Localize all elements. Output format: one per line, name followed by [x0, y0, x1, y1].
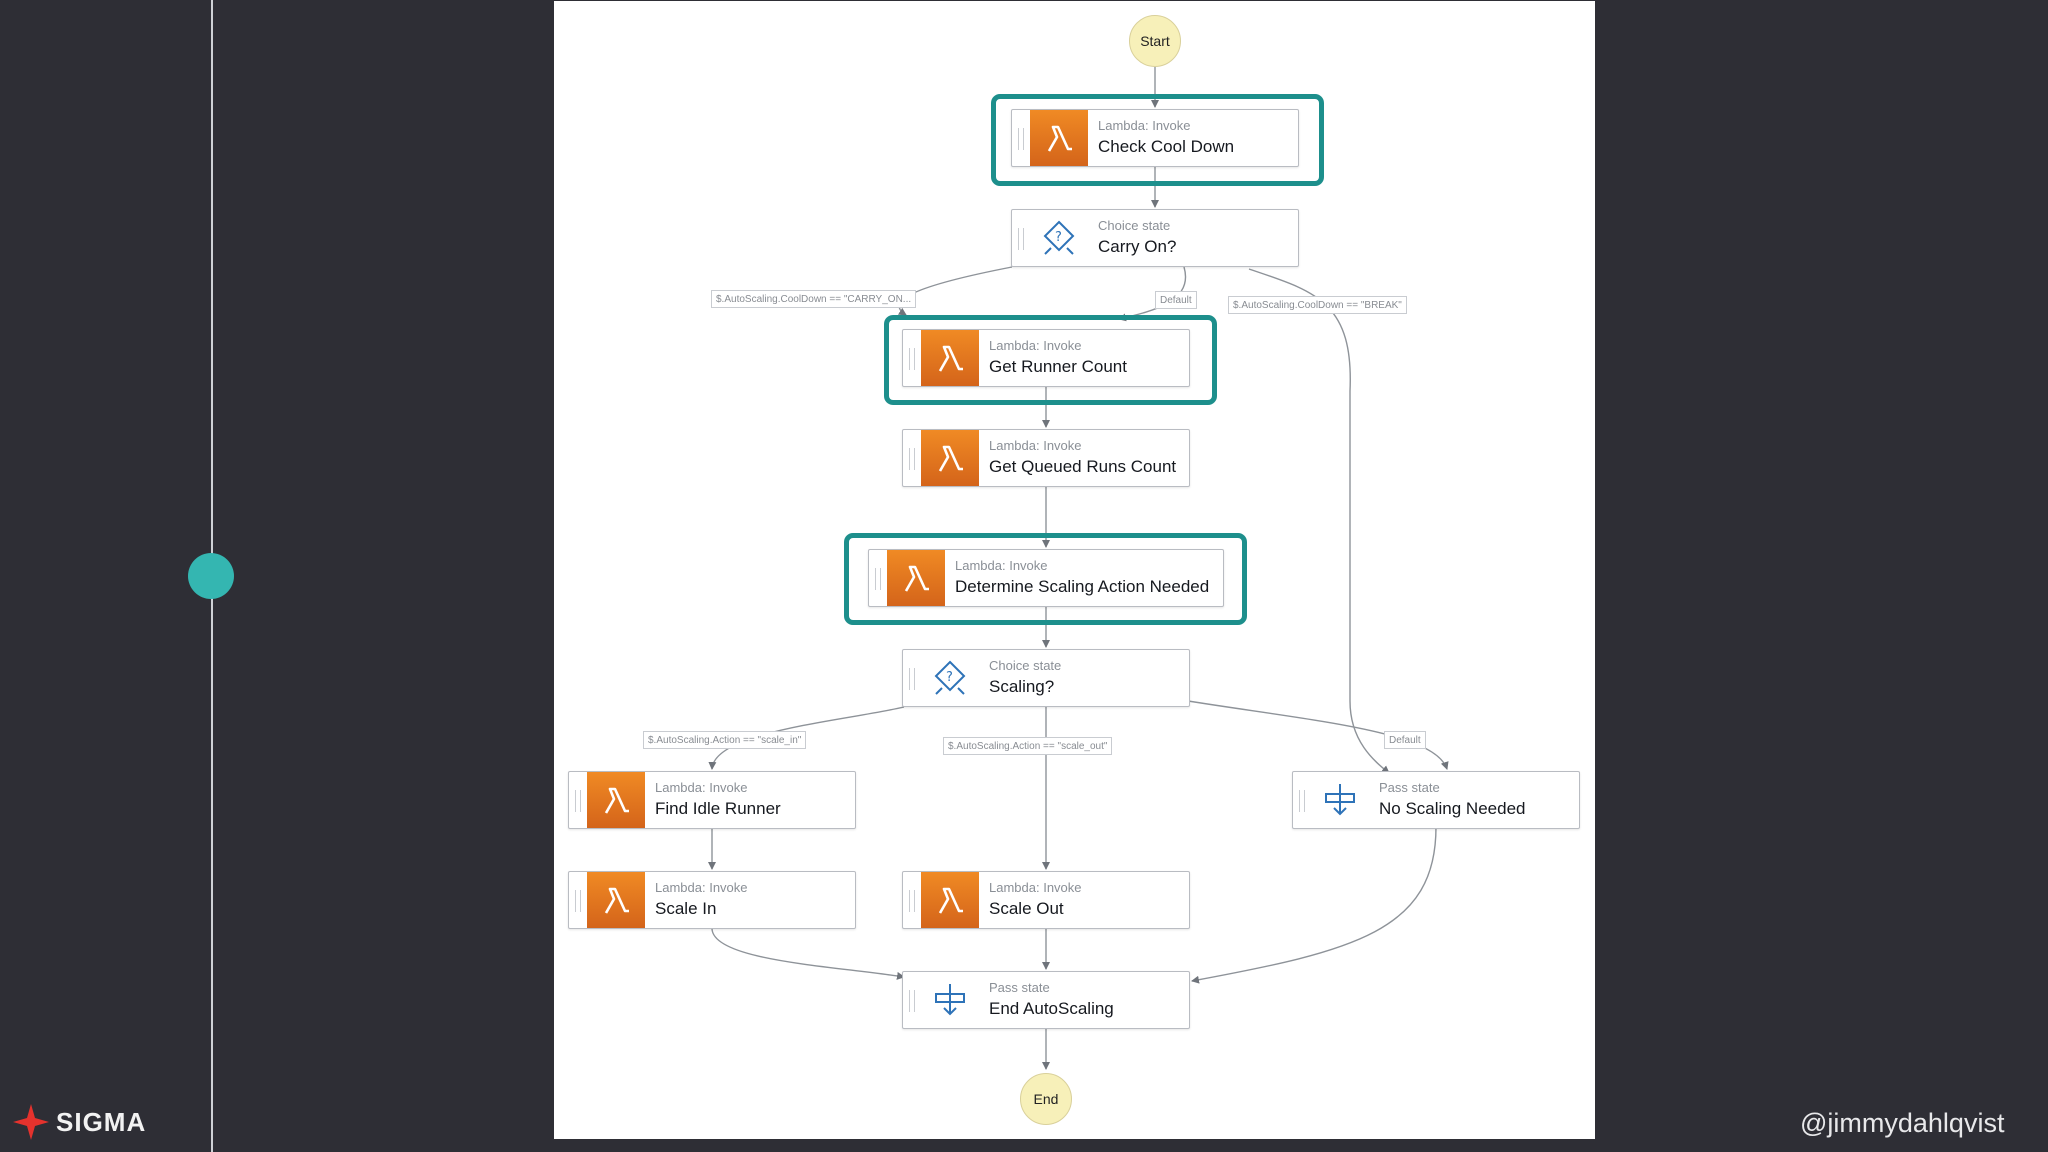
state-name: Get Runner Count — [989, 357, 1127, 376]
lambda-icon — [587, 772, 645, 828]
timeline-dot — [188, 553, 234, 599]
state-type: Lambda: Invoke — [989, 438, 1082, 453]
edge-label-carry-on: $.AutoScaling.CoolDown == "CARRY_ON... — [711, 290, 917, 308]
state-name: Scaling? — [989, 677, 1055, 696]
drag-handle[interactable] — [909, 348, 915, 370]
edge-scaling-findidle — [708, 706, 905, 770]
choice-icon: ? — [1030, 210, 1088, 266]
end-node: End — [1020, 1073, 1072, 1125]
svg-text:?: ? — [1055, 230, 1062, 245]
edge-scaling-noscale — [1187, 700, 1449, 770]
lambda-icon — [1030, 110, 1088, 166]
state-find-idle-runner[interactable]: Lambda: Invoke Find Idle Runner — [568, 771, 856, 829]
state-type: Lambda: Invoke — [955, 558, 1048, 573]
state-type: Lambda: Invoke — [989, 338, 1082, 353]
state-name: Determine Scaling Action Needed — [955, 577, 1210, 596]
pass-icon — [921, 972, 979, 1028]
svg-text:?: ? — [946, 670, 953, 685]
sigma-logo: SIGMA — [12, 1104, 146, 1140]
state-type: Lambda: Invoke — [655, 880, 748, 895]
state-name: No Scaling Needed — [1379, 799, 1526, 818]
state-type: Pass state — [1379, 780, 1440, 795]
state-name: Scale Out — [989, 899, 1064, 918]
edge-noscale-end — [1191, 826, 1437, 984]
state-type: Lambda: Invoke — [989, 880, 1082, 895]
edge-label-scale-out: $.AutoScaling.Action == "scale_out" — [943, 737, 1113, 755]
sigma-star-icon — [13, 1104, 49, 1140]
state-determine-scaling-action[interactable]: Lambda: Invoke Determine Scaling Action … — [868, 549, 1224, 607]
state-check-cool-down[interactable]: Lambda: Invoke Check Cool Down — [1011, 109, 1299, 167]
drag-handle[interactable] — [909, 668, 915, 690]
edge-label-default: Default — [1155, 291, 1197, 309]
state-type: Lambda: Invoke — [1098, 118, 1191, 133]
logo-text: SIGMA — [56, 1106, 147, 1137]
drag-handle[interactable] — [1018, 228, 1024, 250]
diagram-edges — [708, 67, 1449, 1070]
pass-icon — [1311, 772, 1369, 828]
state-name: Get Queued Runs Count — [989, 457, 1177, 476]
lambda-icon — [921, 430, 979, 486]
state-scale-in[interactable]: Lambda: Invoke Scale In — [568, 871, 856, 929]
drag-handle[interactable] — [909, 448, 915, 470]
start-label: Start — [1140, 33, 1170, 49]
state-name: Find Idle Runner — [655, 799, 781, 818]
start-node: Start — [1129, 15, 1181, 67]
state-type: Lambda: Invoke — [655, 780, 748, 795]
state-name: End AutoScaling — [989, 999, 1114, 1018]
highlight-check-cool-down — [991, 94, 1324, 186]
author-handle: @jimmydahlqvist — [1800, 1108, 2005, 1138]
state-type: Choice state — [1098, 218, 1171, 233]
state-name: Scale In — [655, 899, 717, 918]
state-type: Choice state — [989, 658, 1062, 673]
state-carry-on[interactable]: ? Choice state Carry On? — [1011, 209, 1299, 267]
state-no-scaling-needed[interactable]: Pass state No Scaling Needed — [1292, 771, 1580, 829]
state-get-queued-runs-count[interactable]: Lambda: Invoke Get Queued Runs Count — [902, 429, 1190, 487]
edge-carry-break-noscale — [1248, 268, 1390, 774]
lambda-icon — [587, 872, 645, 928]
highlight-determine-scaling — [844, 533, 1247, 625]
lambda-icon — [921, 330, 979, 386]
state-scaling[interactable]: ? Choice state Scaling? — [902, 649, 1190, 707]
drag-handle[interactable] — [909, 990, 915, 1012]
choice-icon: ? — [921, 650, 979, 706]
highlight-get-runner-count — [884, 315, 1217, 405]
end-label: End — [1033, 1091, 1059, 1107]
drag-handle[interactable] — [875, 568, 881, 590]
edge-label-scale-in: $.AutoScaling.Action == "scale_in" — [643, 731, 807, 749]
state-end-autoscaling[interactable]: Pass state End AutoScaling — [902, 971, 1190, 1029]
edge-scalein-end — [711, 928, 905, 980]
state-type: Pass state — [989, 980, 1050, 995]
drag-handle[interactable] — [575, 790, 581, 812]
drag-handle[interactable] — [1299, 790, 1305, 812]
state-get-runner-count[interactable]: Lambda: Invoke Get Runner Count — [902, 329, 1190, 387]
lambda-icon — [921, 872, 979, 928]
drag-handle[interactable] — [1018, 128, 1024, 150]
state-name: Check Cool Down — [1098, 137, 1235, 156]
state-scale-out[interactable]: Lambda: Invoke Scale Out — [902, 871, 1190, 929]
state-name: Carry On? — [1098, 237, 1177, 256]
edge-label-default-scaling: Default — [1384, 731, 1426, 749]
state-machine-diagram: Start End Lambda: Invoke Check Cool Down… — [554, 1, 1595, 1139]
drag-handle[interactable] — [909, 890, 915, 912]
lambda-icon — [887, 550, 945, 606]
drag-handle[interactable] — [575, 890, 581, 912]
edge-label-break: $.AutoScaling.CoolDown == "BREAK" — [1228, 296, 1407, 314]
